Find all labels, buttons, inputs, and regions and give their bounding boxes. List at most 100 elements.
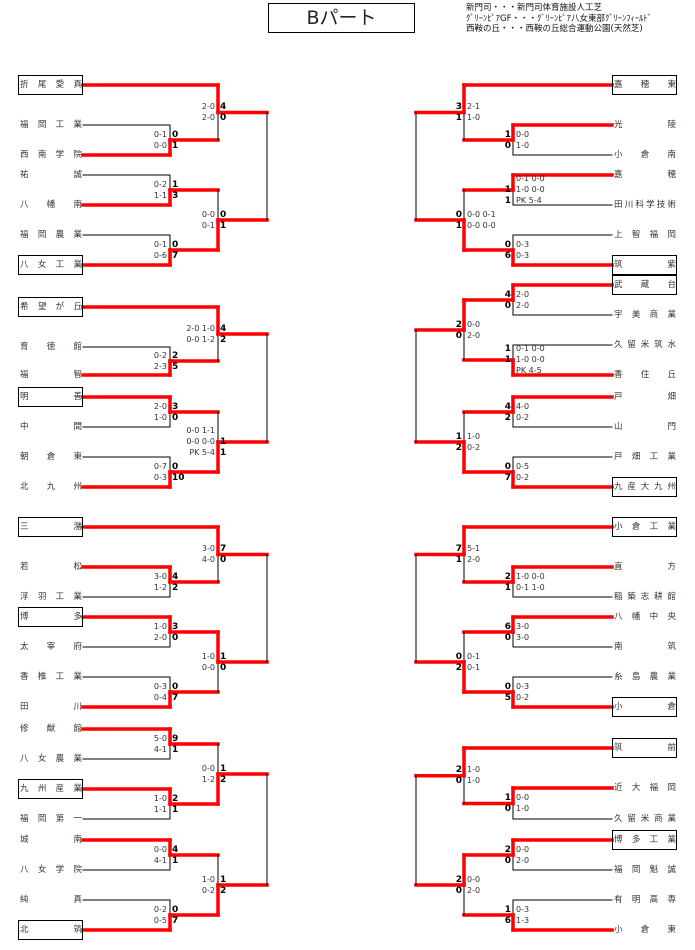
total-score: 0 [455, 330, 462, 341]
team-name: 久留米筑水 [614, 340, 676, 350]
half-score: 0-2 [153, 350, 167, 360]
team-name: 香椎工業 [20, 672, 82, 682]
half-score: 0-0 [201, 662, 215, 672]
total-score: 7 [172, 915, 179, 926]
half-score: 1-0 [153, 621, 167, 631]
team-name: 宇美商業 [614, 310, 676, 320]
total-score: 2 [220, 334, 227, 345]
total-score: 5 [172, 361, 179, 372]
half-score: 1-0 [467, 431, 481, 441]
half-score: 0-2 [153, 179, 167, 189]
legend-line: 新門司・・・新門司体育施設人工芝 [466, 3, 603, 13]
team-name: 福智 [20, 370, 82, 380]
half-score: 5-1 [467, 544, 481, 553]
team-name: 九産大九州 [614, 482, 676, 492]
seed-box [18, 607, 83, 627]
total-score: 6 [504, 621, 511, 632]
total-score: 1 [455, 113, 462, 123]
team-name: 上智福岡 [614, 230, 676, 240]
team-name: 光陵 [614, 120, 676, 130]
half-score: 0-0 [516, 793, 530, 802]
seed-box [612, 697, 677, 717]
total-score: 4 [220, 323, 227, 334]
team-name: 久留米商業 [614, 814, 676, 824]
half-score: 0-0 [153, 844, 167, 854]
half-score: 0-0 0-0 [186, 437, 215, 446]
team-name: 八幡南 [20, 200, 82, 210]
team-name: 近大福岡 [614, 783, 676, 793]
total-score: 2 [172, 793, 179, 804]
team-name: 香住丘 [614, 370, 676, 380]
half-score: 0-2 [467, 442, 481, 452]
total-score: 0 [220, 209, 227, 220]
total-score: 0 [172, 412, 179, 423]
half-score: 1-0 [201, 651, 215, 661]
half-score: 0-1 [153, 129, 167, 139]
half-score: 2-3 [153, 361, 167, 371]
half-score: PK 4-5 [516, 366, 542, 375]
half-score: 0-2 [153, 904, 167, 914]
total-score: 7 [455, 544, 462, 554]
team-name: 直方 [614, 562, 676, 572]
total-score: 1 [504, 129, 511, 140]
half-score: 0-7 [153, 461, 167, 471]
half-score: 0-0 1-1 [186, 426, 215, 435]
half-score: PK 5-4 [516, 196, 542, 205]
total-score: 0 [220, 662, 227, 673]
half-score: 0-0 [467, 874, 481, 884]
total-score: 0 [172, 904, 179, 915]
half-score: 1-1 [153, 804, 167, 814]
seed-box [18, 517, 83, 537]
half-score: 0-0 [516, 844, 530, 854]
half-score: 0-1 [467, 651, 481, 661]
half-score: 0-0 0-1 [467, 209, 496, 219]
team-name: 小倉東 [614, 925, 676, 935]
total-score: 2 [455, 319, 462, 330]
half-score: 0-3 [516, 250, 530, 260]
total-score: 7 [172, 250, 179, 261]
seed-box [18, 920, 83, 940]
total-score: 0 [504, 855, 511, 866]
half-score: 3-0 [201, 544, 215, 553]
team-name: 福岡魁誠 [614, 865, 676, 875]
total-score: 2 [504, 412, 511, 423]
total-score: 5 [504, 692, 511, 703]
total-score: 6 [504, 915, 511, 926]
seed-box [612, 477, 677, 497]
half-score: 2-0 [153, 632, 167, 642]
half-score: 2-0 [467, 330, 481, 340]
half-score: 4-0 [516, 401, 530, 411]
total-score: 2 [172, 350, 179, 361]
team-name: 小倉南 [614, 150, 676, 160]
total-score: 4 [172, 571, 179, 582]
half-score: 0-1 [201, 220, 215, 230]
half-score: 1-2 [153, 582, 167, 592]
half-score: 1-0 [516, 140, 530, 150]
team-name: 八女工業 [20, 260, 82, 270]
team-name: 純真 [20, 895, 82, 905]
half-score: 3-0 [516, 621, 530, 631]
team-name: 浮羽工業 [20, 592, 82, 602]
team-name: 育徳館 [20, 342, 82, 352]
half-score: 1-0 [153, 793, 167, 803]
page-title: Bパート [268, 3, 415, 33]
total-score: 1 [455, 220, 462, 231]
half-score: 0-0 [467, 319, 481, 329]
half-score: 0-1 0-0 [516, 174, 545, 183]
half-score: 2-0 [467, 885, 481, 895]
total-score: 3 [455, 102, 462, 112]
total-score: 0 [455, 651, 462, 662]
total-score: 0 [172, 632, 179, 643]
half-score: 1-0 0-0 [516, 355, 545, 364]
seed-box [612, 275, 677, 295]
total-score: 0 [172, 129, 179, 140]
total-score: 1 [220, 763, 227, 774]
legend-line: 西鞍の丘・・・西鞍の丘総合運動公園(天然芝) [466, 24, 643, 34]
half-score: 2-0 [516, 289, 530, 299]
total-score: 1 [504, 344, 511, 354]
half-score: 0-2 [516, 412, 530, 422]
team-name: 糸島農業 [614, 672, 676, 682]
total-score: 2 [220, 774, 227, 785]
total-score: 1 [220, 651, 227, 662]
half-score: 0-0 [516, 129, 530, 139]
